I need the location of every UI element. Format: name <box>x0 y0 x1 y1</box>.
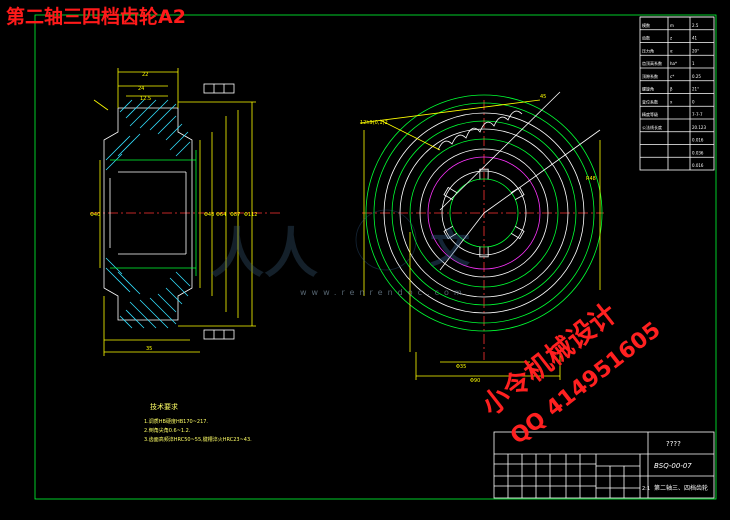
spline-tooth <box>479 168 489 180</box>
table-cell: 公法线长度 <box>642 124 662 130</box>
tech-req-heading: 技术要求 <box>150 402 178 411</box>
table-cell: 0.036 <box>692 150 704 155</box>
svg-text:Φ112: Φ112 <box>244 212 257 218</box>
svg-text:Φ90: Φ90 <box>470 378 480 384</box>
tech-requirements: 技术要求 1.调质HB硬度HB170~217. 2.倒角尖角0.6~1.2. 3… <box>144 402 252 443</box>
svg-text:Φ87: Φ87 <box>230 212 240 218</box>
table-cell: 20° <box>692 48 699 53</box>
svg-text:22: 22 <box>142 72 148 78</box>
project-label: ???? <box>666 440 681 448</box>
drawing-number: BSQ-00-07 <box>654 462 692 470</box>
watermark-logo: 人人 文 <box>210 209 470 285</box>
table-cell: c* <box>670 74 674 79</box>
table-cell: 0 <box>692 99 695 104</box>
svg-text:35: 35 <box>146 346 152 352</box>
spline-tooth <box>443 226 458 240</box>
table-cell: 齿顶高系数 <box>642 60 662 66</box>
table-cell: 变位系数 <box>642 98 658 104</box>
table-cell: 齿数 <box>642 35 650 41</box>
table-cell: 0.016 <box>692 138 704 143</box>
watermark-site: www.renrendoc.com <box>300 288 467 297</box>
table-cell: 螺旋角 <box>642 86 654 92</box>
svg-text:45: 45 <box>540 94 546 100</box>
table-cell: m <box>670 23 674 28</box>
drawing-border <box>34 14 717 500</box>
svg-text:Φ40: Φ40 <box>90 212 100 218</box>
svg-text:Φ35: Φ35 <box>456 364 466 370</box>
table-cell: 7-7-7 <box>692 112 703 117</box>
table-cell: 压力角 <box>642 47 654 53</box>
table-cell: 1 <box>692 61 695 66</box>
svg-text:Φ64: Φ64 <box>216 212 226 218</box>
table-cell: 21° <box>692 87 699 92</box>
svg-text:R48: R48 <box>586 176 596 182</box>
part-name: 第二轴三、四档齿轮 <box>654 484 708 492</box>
table-cell: 20.123 <box>692 125 706 130</box>
svg-text:12h9(0,1)2: 12h9(0,1)2 <box>360 120 388 126</box>
tech-req-item: 2.倒角尖角0.6~1.2. <box>144 427 191 434</box>
table-cell: 0.25 <box>692 74 701 79</box>
table-cell: 2.5 <box>692 23 699 28</box>
drawing-title: 第二轴三四档齿轮A2 <box>6 6 186 28</box>
table-cell: z <box>670 36 672 41</box>
svg-text:人人: 人人 <box>210 222 318 285</box>
gear-parameter-table: 模数 m 2.5 齿数 z 41 压力角 α 20° 齿顶高系数 ha* 1 顶隙系数 c* 0.25 螺旋角… <box>639 16 715 171</box>
title-block: ???? BSQ-00-07 第二轴三、四档齿轮 2:1 <box>493 431 715 499</box>
table-cell: 顶隙系数 <box>642 73 658 79</box>
table-cell: 模数 <box>642 22 650 28</box>
svg-text:24: 24 <box>138 86 144 92</box>
tech-req-item: 1.调质HB硬度HB170~217. <box>144 418 208 425</box>
scale-label: 2:1 <box>642 486 650 492</box>
table-cell: 41 <box>692 36 698 41</box>
table-cell: ha* <box>670 61 677 66</box>
spline-tooth <box>510 226 525 240</box>
spline-tooth <box>479 246 489 258</box>
svg-text:12.5: 12.5 <box>140 96 151 102</box>
svg-text:文: 文 <box>430 226 470 272</box>
table-cell: α <box>670 48 673 53</box>
table-cell: β <box>670 87 673 92</box>
table-cell: 0.016 <box>692 163 704 168</box>
table-cell: x <box>670 99 673 104</box>
spline-tooth <box>443 186 458 200</box>
svg-text:Φ48: Φ48 <box>204 212 214 218</box>
tech-req-item: 3.齿面高频淬HRC50~55,键槽淬火HRC23~43. <box>144 436 252 443</box>
table-cell: 精度等级 <box>642 111 658 117</box>
